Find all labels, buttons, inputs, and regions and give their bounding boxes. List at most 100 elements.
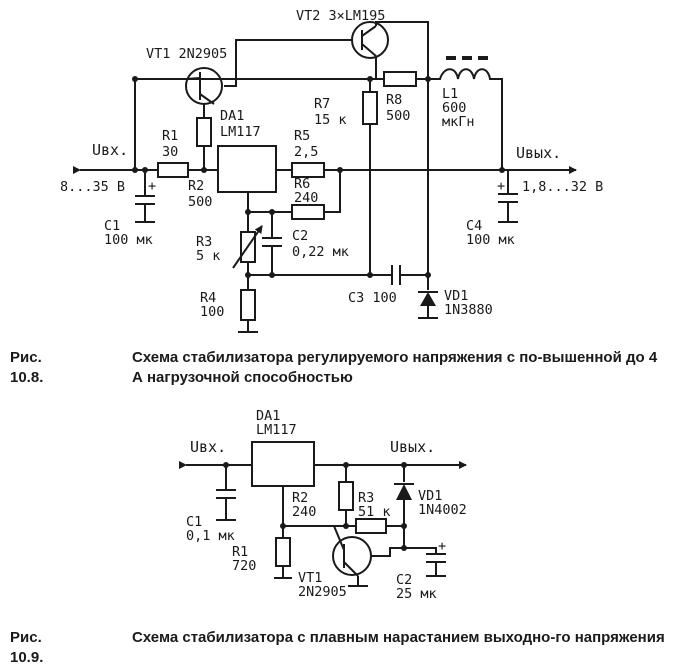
r2-resistor-2 xyxy=(338,481,354,511)
uout-label-2: Uвых. xyxy=(390,438,435,456)
r3-value: 5 к xyxy=(196,248,220,264)
uin-range: 8...35 В xyxy=(60,179,125,195)
r3-value-2: 51 к xyxy=(358,504,391,520)
vt2-emitter xyxy=(361,43,377,57)
r3-label-2: R3 xyxy=(358,490,374,506)
r2-value: 500 xyxy=(188,194,212,210)
c4-capacitor xyxy=(498,170,518,223)
r5-resistor xyxy=(291,162,325,178)
r3-resistor-2 xyxy=(355,518,387,534)
c2-value: 0,22 мк xyxy=(292,244,349,260)
vd1-label-2: VD1 xyxy=(418,488,442,504)
r4-value: 100 xyxy=(200,304,224,320)
caption-number: Рис. 10.8. xyxy=(10,349,44,386)
vt2-base-wire xyxy=(235,39,352,56)
l1-unit: мкГн xyxy=(442,114,475,130)
c4-label: C4 xyxy=(466,218,482,234)
uin-label: Uвх. xyxy=(92,141,128,159)
c2-value-2: 25 мк xyxy=(396,586,437,602)
vt1-label-2: VT1 xyxy=(298,570,322,586)
r5-value: 2,5 xyxy=(294,144,318,160)
r3-label: R3 xyxy=(196,234,212,250)
c1-label: C1 xyxy=(104,218,120,234)
l1-value: 600 xyxy=(442,100,466,116)
uin-label-2: Uвх. xyxy=(190,438,226,456)
r4-label: R4 xyxy=(200,290,216,306)
da1-model-label-2: LM117 xyxy=(256,422,297,438)
c3-label: C3 100 xyxy=(348,290,397,306)
r3-arrow xyxy=(232,225,263,269)
vt2-collector-wire xyxy=(375,21,429,79)
r2-resistor xyxy=(196,117,212,147)
top-rail-wire xyxy=(134,78,429,170)
l1-core-marks xyxy=(446,56,488,60)
r1-resistor-2 xyxy=(275,537,291,567)
l1-inductor xyxy=(428,68,503,170)
da1-regulator xyxy=(217,145,277,193)
vt2-label: VT2 3×LM195 xyxy=(296,8,385,24)
vt1-label: VT1 2N2905 xyxy=(146,46,227,62)
junction-dots-2 xyxy=(223,462,407,551)
r6-label: R6 xyxy=(294,176,310,192)
vt1-collector xyxy=(199,93,215,105)
vt2-collector xyxy=(361,25,377,37)
figure-10-8-circuit: VT2 3×LM195 VT1 2N2905 DA1 LM117 R1 30 R… xyxy=(60,8,603,333)
caption-text: Схема стабилизатора с плавным нарастание… xyxy=(132,629,665,646)
r2-value-2: 240 xyxy=(292,504,316,520)
r7-label: R7 xyxy=(314,96,330,112)
l1-label: L1 xyxy=(442,86,458,102)
c1-value: 100 мк xyxy=(104,232,153,248)
c1-plus: + xyxy=(148,178,156,194)
vd1-value-2: 1N4002 xyxy=(418,502,467,518)
vd1-ground xyxy=(418,291,438,319)
c4-plus: + xyxy=(497,178,505,194)
r1-label: R1 xyxy=(162,128,178,144)
c2-plus-2: + xyxy=(438,538,446,554)
r7-value: 15 к xyxy=(314,112,347,128)
c3-capacitor xyxy=(391,265,401,285)
r1-value-2: 720 xyxy=(232,558,256,574)
vd1-diode xyxy=(420,292,436,306)
r8-value: 500 xyxy=(386,108,410,124)
c2-capacitor xyxy=(262,212,282,275)
r1-label-2: R1 xyxy=(232,544,248,560)
uout-range: 1,8...32 В xyxy=(522,179,603,195)
da1-model-label: LM117 xyxy=(220,124,261,140)
vt1-value-2: 2N2905 xyxy=(298,584,347,600)
c1-capacitor xyxy=(135,170,155,223)
c1-value-2: 0,1 мк xyxy=(186,528,235,544)
r2-label-2: R2 xyxy=(292,490,308,506)
c4-value: 100 мк xyxy=(466,232,515,248)
r6-value: 240 xyxy=(294,190,318,206)
vt1-leads-2 xyxy=(333,525,404,577)
da1-label-2: DA1 xyxy=(256,408,280,424)
vd1-diode-2 xyxy=(396,484,412,500)
c2-label: C2 xyxy=(292,228,308,244)
da1-regulator-2 xyxy=(251,441,315,487)
c2-label-2: C2 xyxy=(396,572,412,588)
vd1-value: 1N3880 xyxy=(444,302,493,318)
vd1-label: VD1 xyxy=(444,288,468,304)
junction-dots xyxy=(132,76,505,278)
da1-label: DA1 xyxy=(220,108,244,124)
r1-value: 30 xyxy=(162,144,178,160)
vt1-transistor xyxy=(185,67,223,105)
r8-resistor xyxy=(383,71,417,87)
figure-10-9-circuit: DA1 LM117 Uвх. Uвых. R2 240 R3 51 к VD1 … xyxy=(179,408,467,602)
r1-resistor xyxy=(157,162,189,178)
c2-capacitor-2 xyxy=(404,547,446,577)
caption-number: Рис. 10.9. xyxy=(10,629,44,666)
uout-label: Uвых. xyxy=(516,144,561,162)
c1-label-2: C1 xyxy=(186,514,202,530)
r4-resistor xyxy=(240,289,256,321)
caption-text: Схема стабилизатора регулируемого напряж… xyxy=(132,349,658,386)
vt1-base-wire xyxy=(224,56,237,87)
vt1-ground-2 xyxy=(348,576,368,587)
r7-resistor xyxy=(362,91,378,125)
c1-capacitor-2 xyxy=(216,465,236,521)
r5-label: R5 xyxy=(294,128,310,144)
r8-label: R8 xyxy=(386,92,402,108)
r2-label: R2 xyxy=(188,178,204,194)
vt2-transistor xyxy=(351,21,389,59)
